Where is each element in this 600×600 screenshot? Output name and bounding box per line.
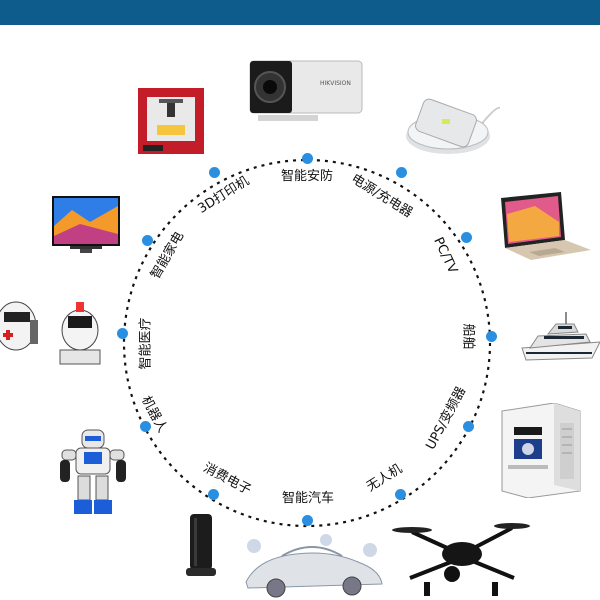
ring-dot-ups [462, 420, 474, 432]
label-car: 智能汽车 [282, 491, 335, 506]
dotted-circle [122, 158, 492, 528]
ring-dot-pc [460, 231, 472, 243]
inverter-icon [501, 403, 581, 498]
label-medical: 智能医疗 [138, 317, 154, 370]
laptop-icon [501, 192, 591, 260]
ring-dot-security [301, 152, 313, 164]
wireless-charger-icon [406, 98, 500, 154]
ring-dot-consumer [207, 488, 219, 500]
ring-dot-ship [485, 330, 497, 342]
label-ship: 船舶 [460, 323, 476, 350]
ring-dot-robot [139, 420, 151, 432]
smart-speaker-icon [186, 514, 216, 576]
top-bar [0, 0, 600, 25]
yacht-icon [521, 312, 600, 361]
humanoid-robot-icon [60, 429, 126, 514]
drone-icon [392, 523, 530, 596]
medical-robot-icon [0, 301, 101, 365]
ring-dot-car [301, 514, 313, 526]
ring-dot-appliance [141, 234, 153, 246]
camera-brand: HIKVISION [320, 80, 351, 87]
security-camera-icon: HIKVISION [249, 60, 363, 121]
3d-printer-icon [138, 88, 204, 154]
ring-dot-printer [208, 166, 220, 178]
ring-dot-drone [394, 488, 406, 500]
label-security: 智能安防 [281, 169, 334, 184]
smart-car-icon [245, 534, 383, 598]
ring-dot-medical [116, 327, 128, 339]
ring-dot-power [395, 166, 407, 178]
television-icon [52, 196, 120, 253]
